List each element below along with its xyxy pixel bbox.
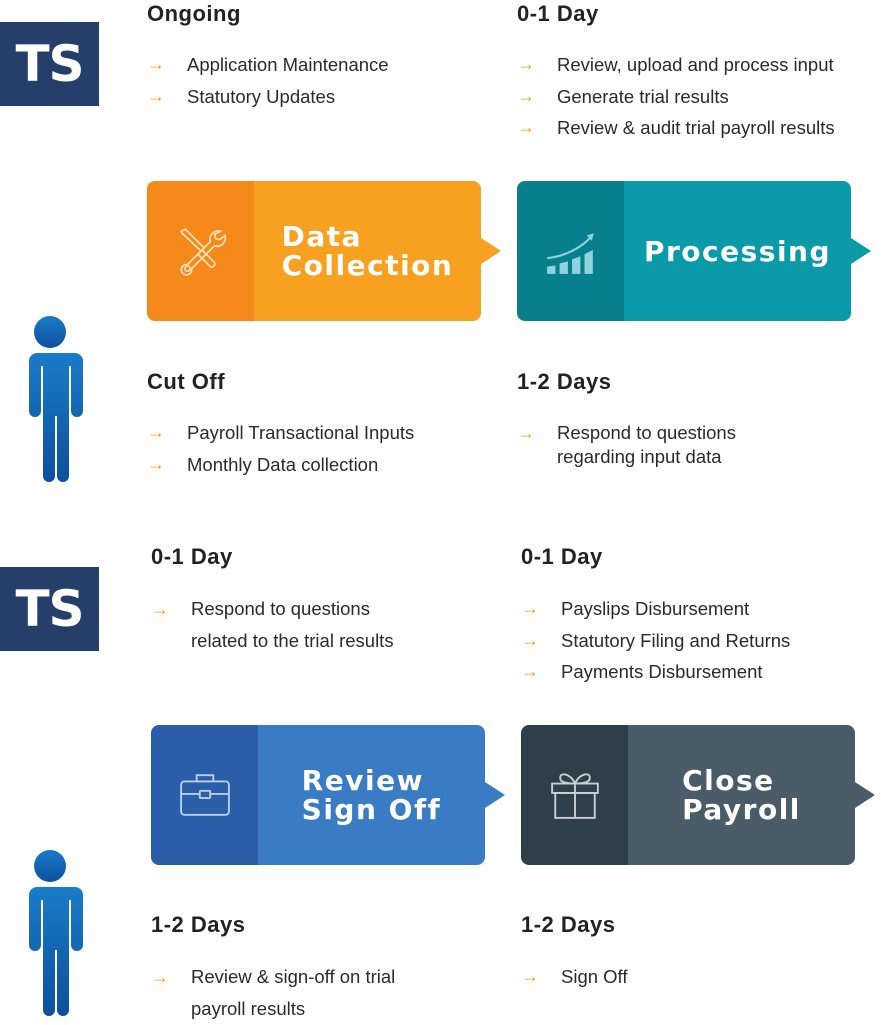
arrow-icon: → [151, 599, 169, 619]
item-text: Statutory Filing and Returns [561, 629, 791, 651]
item-list: → Review, upload and process input → Genera… [517, 49, 835, 144]
pointer-arrow-icon [855, 782, 875, 808]
step-label: Review Sign Off [258, 725, 485, 865]
arrow-icon: → [147, 54, 165, 74]
list-item: → Respond to questions related to the tri… [151, 593, 394, 657]
step-icon-panel [151, 725, 258, 865]
briefcase-icon [179, 774, 230, 816]
step-review-sign-off: Review Sign Off [151, 725, 505, 865]
section-heading: 1-2 Days [151, 912, 246, 937]
item-text: Statutory Updates [187, 85, 336, 107]
list-item: → Generate trial results [517, 81, 835, 113]
list-item: → Review & sign-off on trial payroll resu… [151, 961, 395, 1025]
step-data-collection: Data Collection [147, 181, 501, 321]
list-item: → Monthly Data collection [147, 449, 414, 481]
section-heading: 0-1 Day [517, 1, 599, 26]
arrow-icon: → [521, 598, 539, 618]
list-item: → Statutory Filing and Returns [521, 625, 790, 657]
list-item: → Application Maintenance [147, 49, 389, 81]
step-icon-panel [517, 181, 624, 321]
list-item: → Payroll Transactional Inputs [147, 417, 414, 449]
arrow-icon: → [517, 54, 535, 74]
arrow-icon: → [147, 453, 165, 474]
list-item: → Statutory Updates [147, 81, 389, 113]
list-item: → Sign Off [521, 961, 628, 993]
list-item: → Review & audit trial payroll results [517, 112, 835, 144]
growth-chart-icon [546, 233, 594, 274]
item-text: Payments Disbursement [561, 661, 763, 682]
person-icon [25, 316, 83, 482]
section-heading: 1-2 Days [521, 912, 616, 937]
item-list: → Payslips Disbursement → Statutory Filing … [521, 593, 790, 688]
item-text: Application Maintenance [187, 54, 389, 75]
pointer-arrow-icon [485, 782, 505, 808]
list-item: → Review, upload and process input [517, 49, 835, 81]
item-text: Payslips Disbursement [561, 598, 750, 619]
arrow-icon: → [521, 966, 539, 986]
section-heading: 1-2 Days [517, 369, 612, 394]
item-list: → Respond to questions regarding input da… [517, 421, 736, 469]
section-heading: Ongoing [147, 1, 241, 26]
step-processing: Processing [517, 181, 871, 321]
item-text: Sign Off [561, 966, 628, 987]
arrow-icon: → [147, 422, 165, 442]
item-text: Payroll Transactional Inputs [187, 422, 415, 443]
arrow-icon: → [517, 117, 535, 137]
arrow-icon: → [517, 423, 535, 443]
item-list: → Payroll Transactional Inputs → Monthly Da… [147, 417, 414, 480]
step-close-payroll: Close Payroll [521, 725, 875, 865]
item-text: Review & sign-off on trial payroll resul… [191, 966, 396, 1019]
arrow-icon: → [521, 661, 539, 681]
item-list: → Application Maintenance → Statutory Updat… [147, 49, 389, 112]
section-heading: Cut Off [147, 369, 226, 394]
gift-icon [550, 773, 599, 819]
pointer-arrow-icon [851, 238, 871, 264]
item-text: Generate trial results [557, 85, 729, 107]
tools-icon [179, 228, 226, 276]
person-icon [25, 850, 83, 1016]
pointer-arrow-icon [481, 238, 501, 264]
arrow-icon: → [517, 85, 535, 106]
list-item: → Payslips Disbursement [521, 593, 790, 625]
item-list: → Sign Off [521, 961, 628, 993]
arrow-icon: → [151, 967, 169, 987]
step-label: Processing [624, 181, 851, 321]
item-text: Review, upload and process input [557, 54, 834, 75]
section-heading: 0-1 Day [521, 544, 603, 569]
section-heading: 0-1 Day [151, 544, 233, 569]
item-text: Respond to questions related to the tria… [191, 598, 394, 651]
step-icon-panel [147, 181, 254, 321]
item-list: → Review & sign-off on trial payroll resu… [151, 961, 395, 1025]
item-text: Review & audit trial payroll results [557, 117, 835, 138]
step-label: Close Payroll [628, 725, 855, 865]
item-text: Monthly Data collection [187, 453, 379, 475]
arrow-icon: → [521, 629, 539, 650]
item-list: → Respond to questions related to the tri… [151, 593, 394, 657]
arrow-icon: → [147, 85, 165, 106]
step-label: Data Collection [254, 181, 481, 321]
ts-logo: TS [0, 567, 99, 651]
item-text: Respond to questions regarding input dat… [557, 422, 736, 467]
list-item: → Respond to questions regarding input da… [517, 421, 736, 469]
list-item: → Payments Disbursement [521, 656, 790, 688]
step-icon-panel [521, 725, 628, 865]
ts-logo: TS [0, 22, 99, 106]
